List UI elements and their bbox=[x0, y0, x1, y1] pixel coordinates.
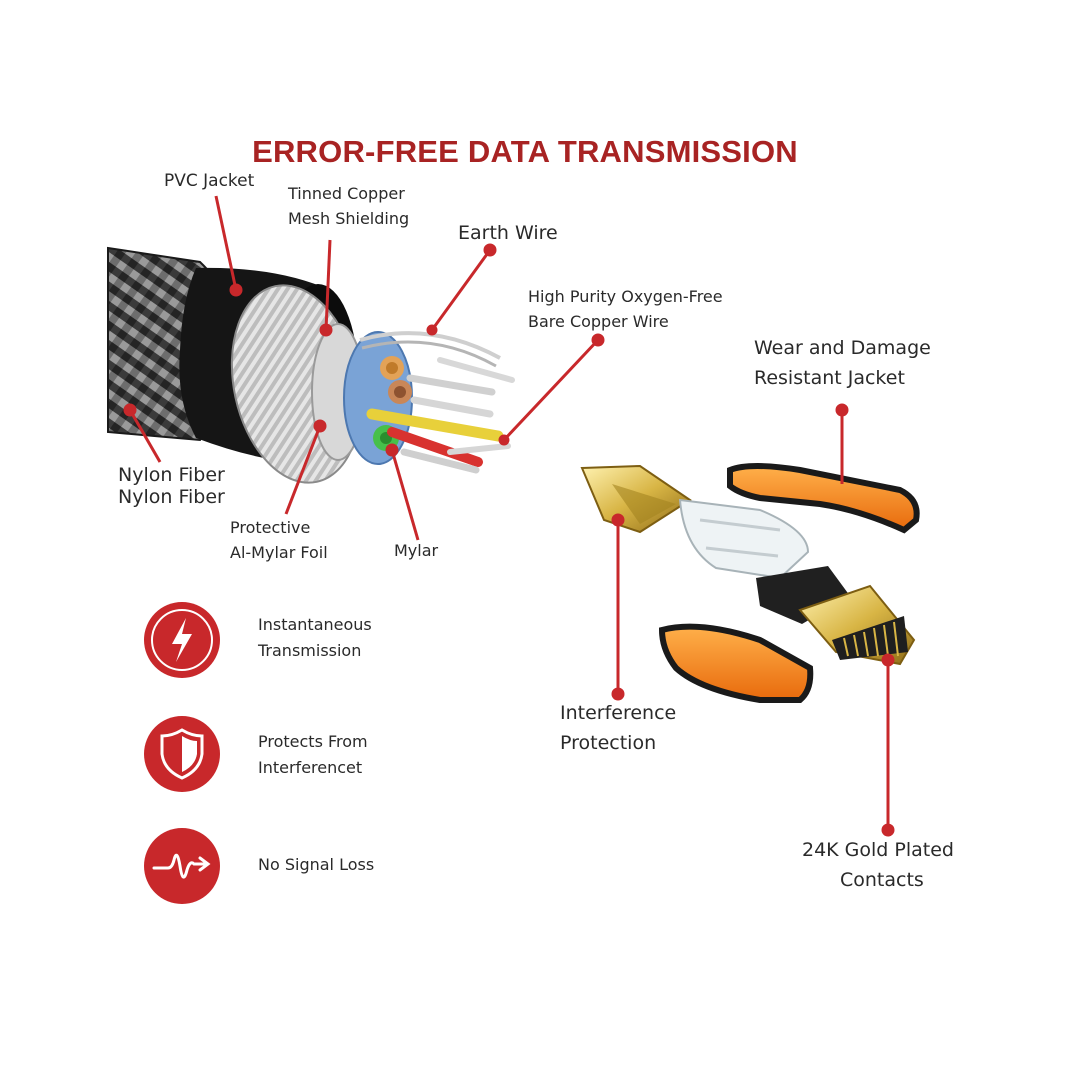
label-copper-wire-line2: Bare Copper Wire bbox=[528, 312, 669, 331]
label-copper-wire-line1: High Purity Oxygen-Free bbox=[528, 287, 723, 306]
hdmi-connector-exploded bbox=[580, 463, 920, 703]
label-wear-line1: Wear and Damage bbox=[754, 337, 931, 359]
page-title: ERROR-FREE DATA TRANSMISSION bbox=[252, 134, 798, 169]
feature-no-signal-loss: No Signal Loss bbox=[258, 852, 374, 878]
cable-cross-section bbox=[107, 246, 515, 484]
label-nylon-fiber-line2: Nylon Fiber bbox=[118, 486, 225, 508]
upper-orange-jacket bbox=[727, 463, 920, 534]
lower-orange-jacket bbox=[658, 623, 814, 703]
label-nylon-fiber-line1: Nylon Fiber bbox=[118, 464, 225, 486]
label-foil-line1: Protective bbox=[230, 518, 311, 537]
feature-line2: Interferencet bbox=[258, 757, 363, 777]
signal-wave-icon bbox=[144, 828, 220, 904]
label-foil-line2: Al-Mylar Foil bbox=[230, 543, 328, 562]
wire-red bbox=[387, 427, 483, 467]
lightning-icon bbox=[144, 602, 220, 678]
label-interference-line2: Protection bbox=[560, 732, 657, 754]
feature-line1: No Signal Loss bbox=[258, 855, 375, 874]
feature-line1: Instantaneous bbox=[258, 615, 372, 634]
label-mylar: Mylar bbox=[394, 541, 439, 560]
feature-line1: Protects From bbox=[258, 732, 368, 751]
leader-lines-right bbox=[611, 403, 895, 837]
shield-icon bbox=[144, 716, 220, 792]
feature-instantaneous: Instantaneous Transmission bbox=[258, 612, 372, 663]
label-gold-line1: 24K Gold Plated bbox=[802, 839, 954, 861]
feature-line2: Transmission bbox=[258, 640, 362, 660]
label-interference-line1: Interference bbox=[560, 702, 677, 724]
label-tinned-copper-line2: Mesh Shielding bbox=[288, 209, 410, 228]
label-gold-line2: Contacts bbox=[840, 869, 924, 891]
clear-housing bbox=[678, 498, 810, 580]
label-earth-wire: Earth Wire bbox=[458, 222, 558, 244]
label-tinned-copper-line1: Tinned Copper bbox=[288, 184, 405, 203]
leader-lines-left bbox=[123, 195, 605, 541]
label-pvc-jacket: PVC Jacket bbox=[164, 171, 255, 191]
wire-yellow bbox=[366, 408, 504, 442]
feature-protects: Protects From Interferencet bbox=[258, 729, 368, 780]
label-wear-line2: Resistant Jacket bbox=[754, 367, 905, 389]
